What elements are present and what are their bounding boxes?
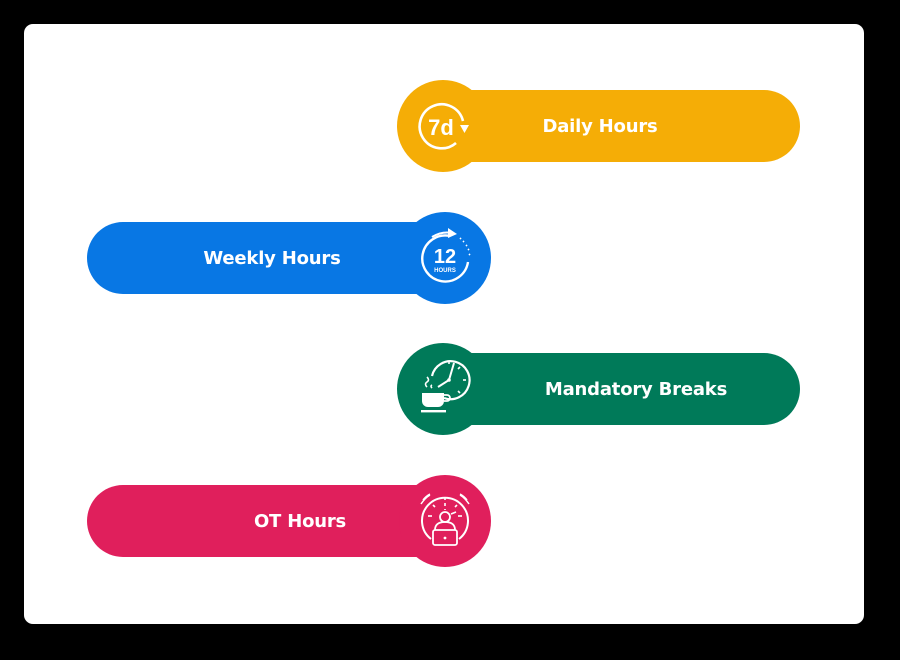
daily-hours-label: Daily Hours (542, 115, 658, 137)
svg-text:7d: 7d (428, 115, 454, 140)
ot-hours-label: OT Hours (253, 510, 347, 532)
ot-hours-icon-circle (399, 475, 491, 567)
svg-text:HOURS: HOURS (434, 268, 456, 274)
ot-hours-pill: OT Hours (87, 485, 457, 557)
weekly-hours-icon-circle: 12 HOURS (399, 212, 491, 304)
calendar-7d-icon: 7d (418, 103, 469, 150)
mandatory-breaks-icon-circle (397, 343, 489, 435)
weekly-hours-label: Weekly Hours (203, 247, 341, 269)
weekly-hours-pill: Weekly Hours (87, 222, 457, 294)
coffee-clock-icon (421, 360, 471, 413)
mandatory-breaks-label: Mandatory Breaks (544, 378, 728, 400)
person-laptop-clock-icon (420, 493, 470, 546)
daily-hours-icon-circle: 7d (397, 80, 489, 172)
svg-text:12: 12 (434, 246, 456, 268)
clock-12-hours-icon: 12 HOURS (421, 228, 471, 283)
